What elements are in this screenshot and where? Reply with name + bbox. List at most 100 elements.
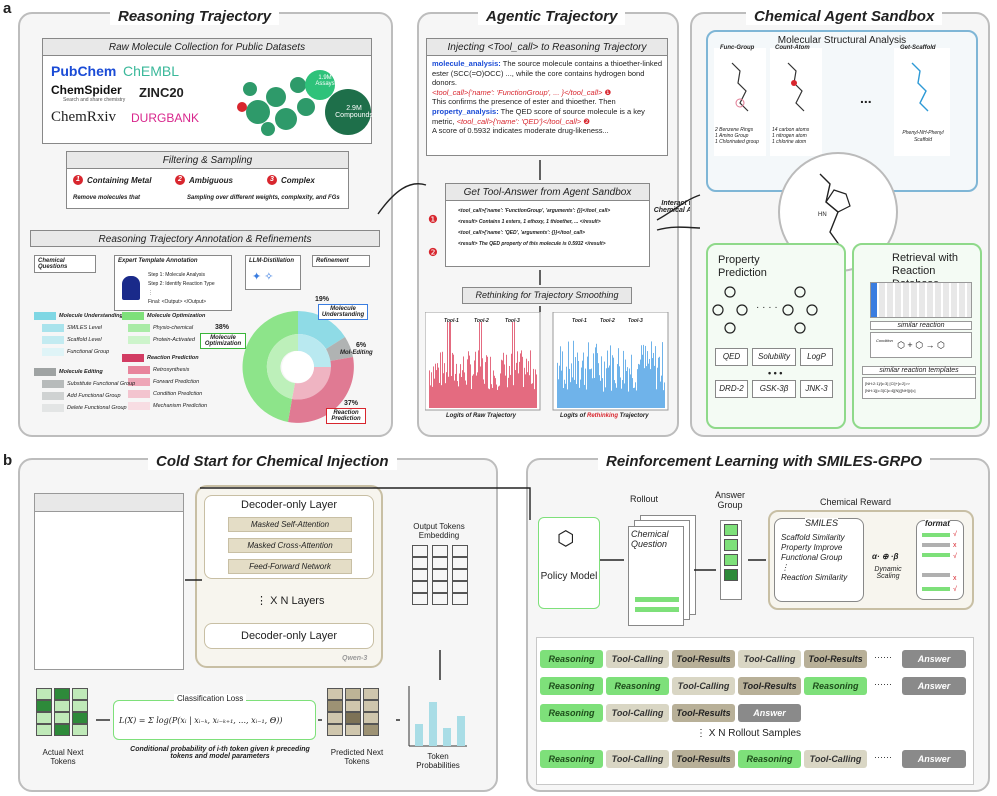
- raw-logit-bar: [517, 351, 518, 408]
- pubchem-logo: PubChem: [51, 63, 117, 79]
- rollout-step: Tool-Calling: [606, 704, 669, 722]
- masked-cross-attention: Masked Cross-Attention: [228, 538, 352, 553]
- raw-logit-bar: [535, 369, 536, 408]
- get-answer-box: Get Tool-Answer from Agent Sandbox <tool…: [445, 183, 650, 267]
- raw-logit-bar: [482, 358, 483, 408]
- molecule-ca-icon: [787, 62, 805, 112]
- rollout-step: Reasoning: [738, 750, 801, 768]
- reasoning-title: Reasoning Trajectory: [110, 8, 280, 25]
- raw-logit-bar: [467, 359, 468, 408]
- rethink-logit-bar: [590, 369, 591, 408]
- center-nh: HN: [818, 212, 827, 218]
- rethink-logit-bar: [662, 342, 663, 408]
- rollout-step: Reasoning: [804, 677, 867, 695]
- prop-qed: QED: [715, 348, 748, 366]
- rethink-logit-bar: [626, 371, 627, 408]
- rethink-logit-bar: [601, 356, 602, 408]
- rethink-logit-bar: [621, 388, 622, 408]
- rethink-logit-bar: [631, 354, 632, 408]
- xn-layers: ⋮ X N Layers: [256, 595, 325, 607]
- raw-logit-bar: [476, 375, 477, 408]
- rollout-step: Tool-Calling: [606, 650, 669, 668]
- rethink-logit-bar: [609, 365, 610, 408]
- pie-mo-label: Molecule Optimization: [200, 333, 246, 349]
- step-refinement: Refinement: [312, 255, 370, 267]
- output-embedding-grid: [408, 545, 472, 605]
- raw-caption: Logits of Raw Trajectory: [446, 413, 516, 419]
- raw-logit-bar: [459, 373, 460, 408]
- svg-text:· · · ·: · · · ·: [756, 302, 778, 313]
- raw-logit-bar: [434, 378, 435, 408]
- rollout-step: Tool-Results: [672, 650, 735, 668]
- raw-logit-bar: [471, 389, 472, 408]
- raw-logit-bar: [464, 372, 465, 408]
- raw-logit-bar: [478, 350, 479, 408]
- raw-logit-bar: [514, 322, 515, 408]
- rethink-logit-bar: [559, 365, 560, 408]
- raw-logit-bar: [503, 352, 504, 408]
- rollout-answer: Answer: [902, 677, 966, 695]
- rethink-logit-bar: [660, 381, 661, 408]
- re-tool-1: Tool-1: [572, 318, 587, 324]
- raw-logit-bar: [474, 360, 475, 408]
- raw-tool-3: Tool-3: [505, 318, 520, 324]
- token-prob-chart: [408, 686, 467, 747]
- rethink-logit-bar: [560, 346, 561, 408]
- rethink-logit-bar: [617, 364, 618, 408]
- filtering-title: Filtering & Sampling: [67, 152, 348, 169]
- rollout-step: Answer: [738, 704, 801, 722]
- policy-model-box: ⬡ Policy Model: [538, 517, 600, 609]
- raw-collection-box: Raw Molecule Collection for Public Datas…: [42, 38, 373, 144]
- rethink-logit-bar: [561, 370, 562, 408]
- raw-logit-bar: [508, 377, 509, 408]
- raw-logit-bar: [485, 362, 486, 408]
- rethink-logit-bar: [592, 378, 593, 408]
- rethink-logit-bar: [598, 363, 599, 408]
- rollout-question: Chemical Question: [631, 529, 669, 549]
- step-chemical-questions: Chemical Questions: [34, 255, 96, 273]
- raw-logit-bar: [486, 355, 487, 408]
- raw-logit-bar: [526, 358, 527, 408]
- rethink-logit-bar: [664, 382, 665, 408]
- rethink-logit-bar: [647, 351, 648, 408]
- raw-logit-bar: [534, 389, 535, 408]
- filter-remove-text: Remove molecules that: [73, 195, 141, 201]
- raw-logit-bar: [460, 364, 461, 408]
- rethink-logit-bar: [573, 340, 574, 408]
- output-embedding-label: Output Tokens Embedding: [413, 522, 465, 540]
- rethink-logit-bar: [563, 388, 564, 408]
- pie-mo-pct: 38%: [215, 324, 230, 331]
- rethink-logit-bar: [658, 357, 659, 408]
- rethink-logit-bar: [557, 362, 558, 408]
- raw-logit-bar: [522, 356, 523, 408]
- raw-logit-bar: [429, 370, 430, 408]
- rethink-logit-bar: [644, 368, 645, 408]
- raw-logit-bar: [533, 368, 534, 408]
- category-sunburst: [242, 311, 354, 423]
- raw-logit-bar: [470, 364, 471, 408]
- llm-logos-icon: ✦ ✧: [252, 271, 274, 283]
- raw-logit-bar: [445, 383, 446, 408]
- decoder-layer-bottom: Decoder-only Layer: [204, 623, 374, 649]
- raw-logit-bar: [528, 361, 529, 408]
- raw-logit-bar: [489, 389, 490, 408]
- rollout-card-front: Chemical Question: [628, 526, 684, 626]
- predicted-label: Predicted Next Tokens: [330, 748, 384, 766]
- loss-caption: Conditional probability of i-th token gi…: [130, 746, 310, 760]
- col-count-atom: Count-Atom: [775, 45, 810, 51]
- rl-title: Reinforcement Learning with SMILES-GRPO: [598, 453, 930, 470]
- smiles-label: SMILES: [805, 518, 839, 528]
- rollout-step: Reasoning: [540, 677, 603, 695]
- raw-logit-bar: [447, 322, 448, 408]
- rethink-logit-bar: [645, 345, 646, 408]
- expert-person-icon: [122, 276, 140, 300]
- pie-me-label: Mol-Editing: [340, 350, 373, 356]
- decoder-layer-top-label: Decoder-only Layer: [241, 499, 337, 511]
- nn-icons: · · · ·: [712, 286, 818, 334]
- property-box: [706, 243, 846, 429]
- raw-logit-bar: [480, 366, 481, 408]
- rethink-logit-bar: [624, 383, 625, 408]
- rethink-logit-bar: [637, 369, 638, 408]
